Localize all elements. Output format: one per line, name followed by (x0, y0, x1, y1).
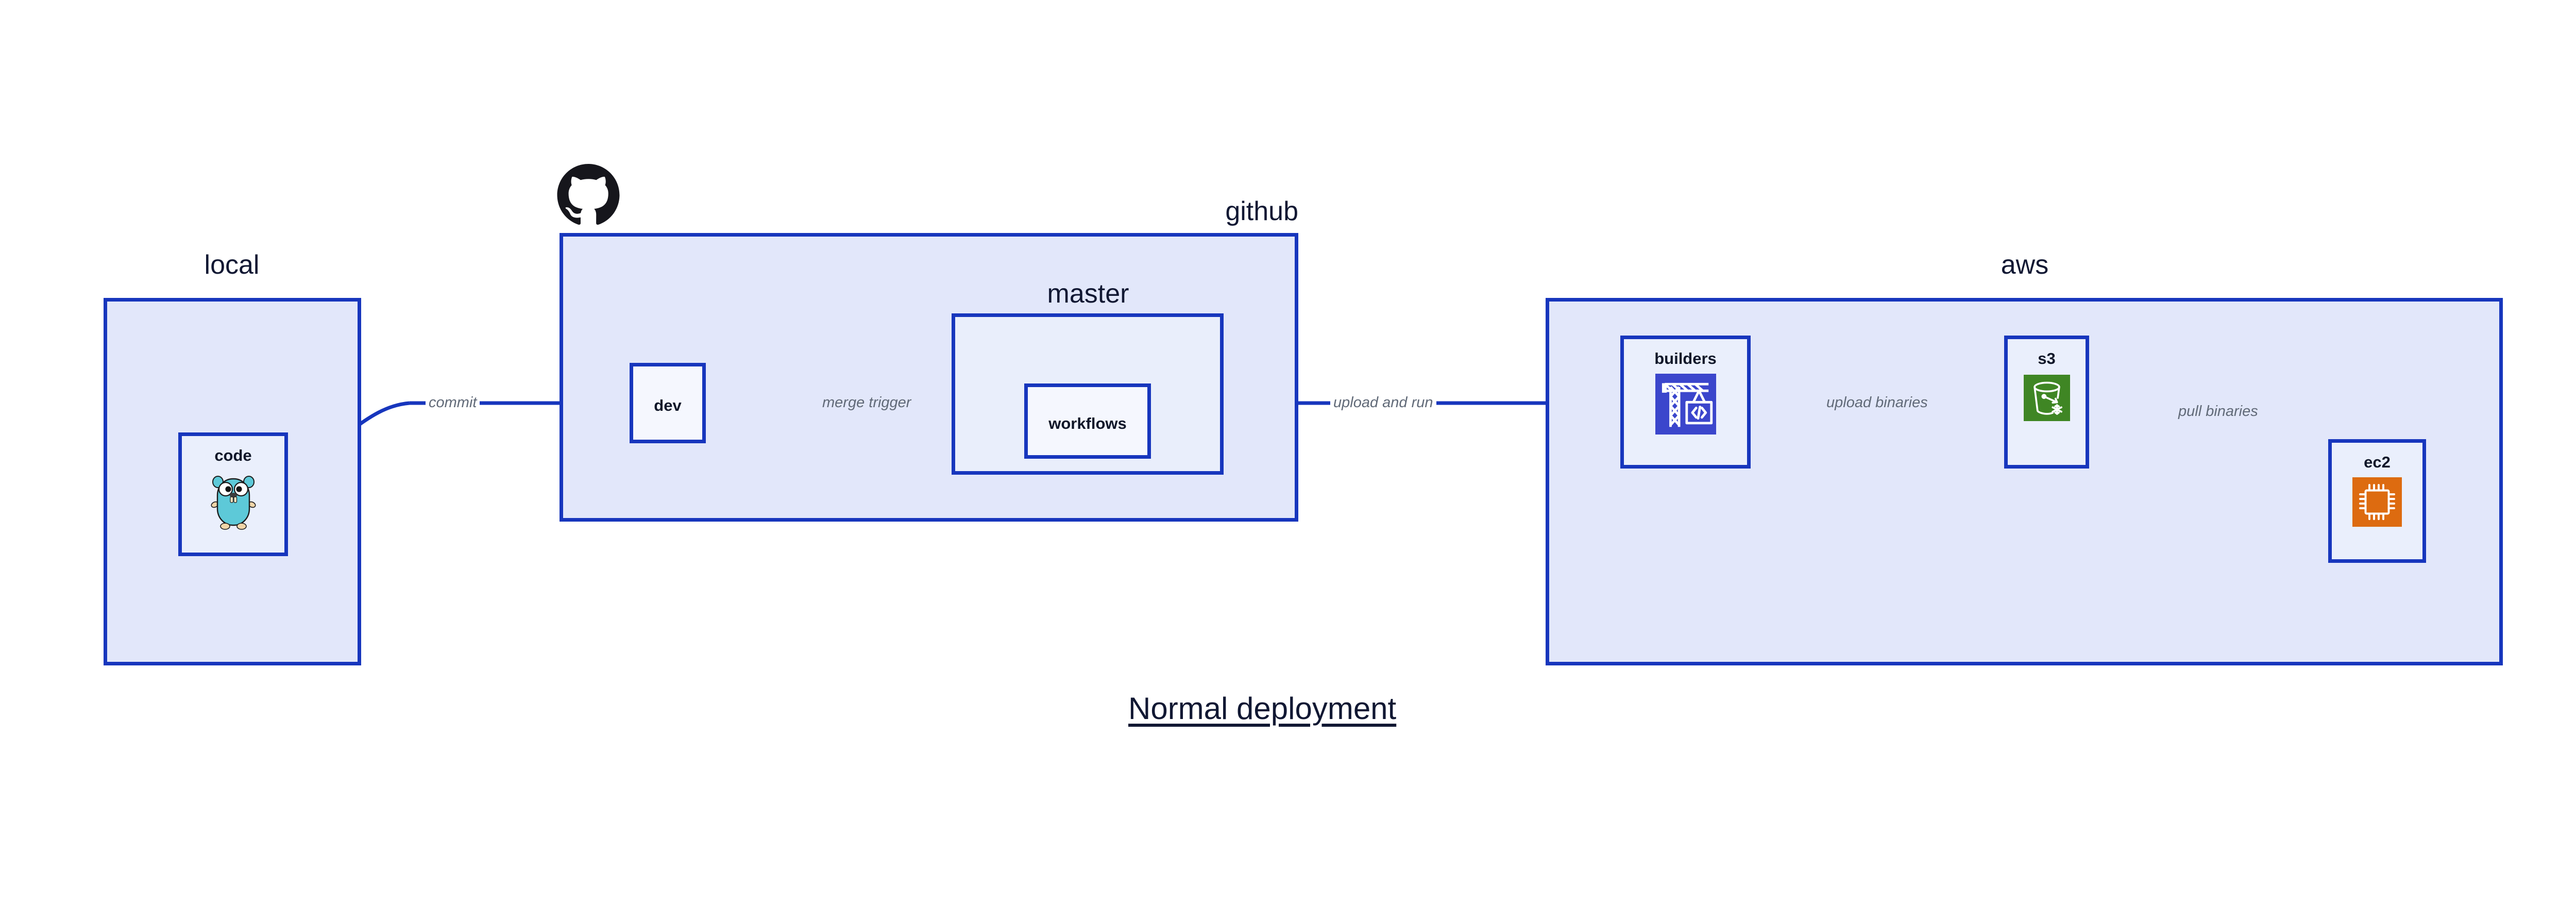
group-label-aws: aws (2001, 250, 2049, 280)
node-label-s3: s3 (2038, 349, 2056, 368)
group-label-master: master (1047, 279, 1129, 309)
node-label-workflows: workflows (1048, 414, 1127, 432)
node-label-builders: builders (1654, 349, 1717, 368)
group-label-local: local (204, 250, 260, 280)
edge-label-merge-trigger: merge trigger (819, 393, 914, 412)
node-s3[interactable]: s3 (2004, 336, 2089, 469)
node-builders[interactable]: builders (1620, 336, 1751, 469)
node-ec2[interactable]: ec2 (2328, 439, 2426, 563)
edge-label-commit: commit (426, 393, 480, 412)
github-octocat-icon (556, 164, 620, 226)
cpu-chip-icon (2352, 477, 2402, 529)
s3-bucket-icon (2023, 375, 2070, 424)
group-label-github: github (1225, 196, 1298, 226)
go-gopher-icon (210, 471, 257, 534)
edge-label-upload-binaries: upload binaries (1823, 393, 1931, 412)
node-code[interactable]: code (178, 432, 288, 556)
node-workflows[interactable]: workflows (1024, 383, 1151, 459)
diagram-title: Normal deployment (1128, 691, 1397, 726)
node-dev[interactable]: dev (630, 363, 706, 443)
node-label-code: code (214, 446, 252, 464)
node-label-ec2: ec2 (2364, 453, 2391, 471)
edge-label-upload-and-run: upload and run (1330, 393, 1436, 412)
crane-code-icon (1655, 374, 1716, 437)
node-label-dev: dev (654, 396, 682, 414)
edge-label-pull-binaries: pull binaries (2175, 402, 2261, 421)
